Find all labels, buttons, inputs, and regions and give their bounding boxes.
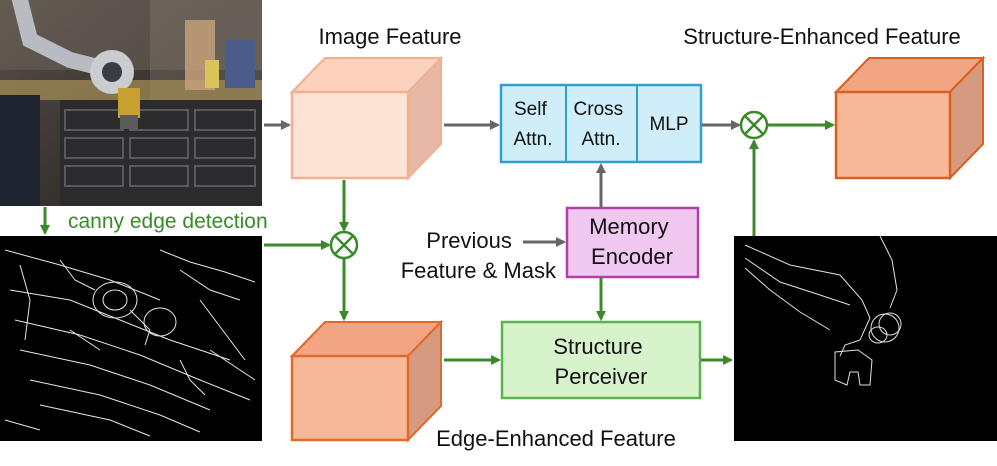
canny-edge-detection-label: canny edge detection — [68, 210, 268, 233]
self-attn-line1: Self — [514, 99, 547, 120]
previous-line2: Feature & Mask — [401, 258, 557, 283]
memory-encoder-line1: Memory — [589, 214, 668, 239]
previous-line1: Previous — [426, 228, 512, 253]
edge-enhanced-feature-label: Edge-Enhanced Feature — [436, 426, 676, 451]
self-attn-label: Self Attn. — [513, 99, 552, 150]
self-attn-line2: Attn. — [513, 129, 552, 150]
cross-attn-label: Cross Attn. — [574, 99, 629, 150]
cross-attn-line2: Attn. — [581, 129, 620, 150]
memory-encoder-label: Memory Encoder — [589, 214, 675, 269]
edge-enhanced-feature-cube — [289, 319, 444, 443]
canny-edge-image — [0, 236, 262, 441]
structure-enhanced-feature-label: Structure-Enhanced Feature — [683, 24, 961, 49]
multiply-node-edge — [329, 230, 359, 260]
structure-perceiver-line1: Structure — [553, 334, 642, 359]
attention-block: Self Attn. Cross Attn. MLP — [499, 83, 703, 164]
multiply-node-structure — [739, 110, 769, 140]
cross-attn-line1: Cross — [574, 99, 624, 120]
structure-edge-image — [734, 235, 997, 441]
workshop-photo — [0, 0, 262, 206]
mlp-label: MLP — [649, 114, 688, 135]
memory-encoder-line2: Encoder — [591, 244, 673, 269]
structure-perceiver-label: Structure Perceiver — [553, 334, 648, 389]
previous-feature-mask-label: Previous Feature & Mask — [401, 228, 557, 283]
structure-enhanced-feature-cube — [833, 55, 986, 181]
structure-perceiver-line2: Perceiver — [555, 364, 648, 389]
image-feature-label: Image Feature — [318, 24, 461, 49]
structure-perceiver-block: Structure Perceiver — [500, 320, 702, 400]
memory-encoder-block: Memory Encoder — [565, 206, 700, 279]
image-feature-cube — [289, 55, 444, 181]
